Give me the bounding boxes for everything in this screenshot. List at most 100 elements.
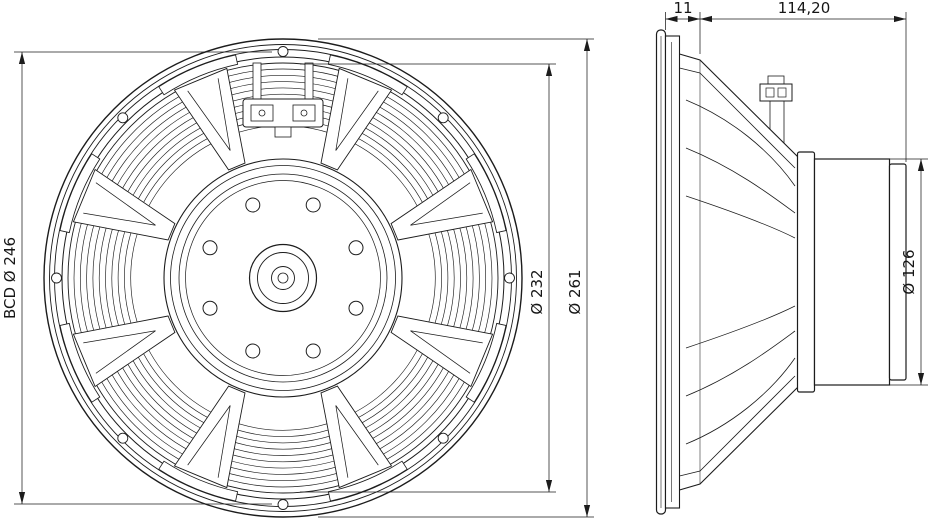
screw-hole (202, 240, 218, 256)
dim-magnet-diameter-label: Ø 126 (900, 249, 918, 294)
basket-spoke (390, 168, 494, 241)
surround-ring (124, 119, 442, 437)
frame-ring (67, 62, 499, 494)
terminal-cap (767, 75, 785, 85)
screw-hole (305, 197, 321, 213)
spoke-rib (410, 182, 483, 226)
surround-ring (111, 106, 455, 450)
basket-strut (685, 330, 796, 397)
rim-slot (465, 322, 507, 403)
screw-hole (348, 300, 364, 316)
screw-hole (348, 240, 364, 256)
rim-slot (327, 460, 408, 502)
pole-ring (271, 266, 295, 290)
front-plate (796, 151, 816, 393)
dim-bolt-circle-label: BCD Ø 246 (1, 237, 19, 319)
basket-spoke (320, 67, 393, 171)
dim-arrowhead (894, 15, 906, 23)
surround-ring (130, 125, 436, 431)
terminal-body-side (759, 83, 793, 102)
spoke-rib (83, 182, 156, 226)
surround-ring (79, 74, 487, 482)
hub-ring (170, 165, 396, 391)
terminal-pad-side (777, 87, 787, 98)
mounting-hole (277, 499, 289, 510)
mounting-hole (437, 112, 449, 124)
magnet (813, 158, 891, 386)
spoke-rib (410, 330, 483, 374)
dim-arrowhead (18, 492, 26, 504)
frame-ring (61, 56, 505, 500)
cone-ring (178, 173, 388, 383)
terminal-pad (292, 104, 316, 122)
dim-arrowhead (18, 52, 26, 64)
speaker-front-view (43, 38, 523, 518)
basket-spoke (72, 168, 176, 241)
dust-cap-ring (257, 252, 309, 304)
terminal-support (252, 62, 262, 100)
mounting-hole (437, 432, 449, 444)
rim-slot (158, 54, 239, 96)
back-plate (888, 163, 907, 381)
outer-edge-ring (43, 38, 523, 518)
dim-flange-thickness-label: 11 (673, 0, 692, 17)
screw-hole (245, 197, 261, 213)
mounting-hole (117, 432, 129, 444)
speaker-side-view (655, 29, 907, 515)
flange-profile (664, 35, 681, 509)
rim-slot (59, 322, 101, 403)
dim-arrowhead (583, 39, 591, 51)
mounting-hole (277, 46, 289, 57)
surround-ring (117, 112, 449, 444)
mounting-hole (504, 272, 515, 284)
surround-ring (86, 81, 480, 475)
terminal-tab (274, 126, 292, 138)
terminal-body (242, 98, 324, 128)
spoke-rib (187, 405, 231, 478)
basket-outer-edge (679, 53, 799, 158)
rim-slot (158, 460, 239, 502)
dim-arrowhead (688, 15, 700, 23)
dim-arrowhead (700, 15, 712, 23)
mounting-hole (51, 272, 62, 284)
basket-spoke (390, 315, 494, 388)
basket-spoke (173, 385, 246, 489)
basket-strut (685, 99, 796, 187)
screw-hole (202, 300, 218, 316)
dim-arrowhead (665, 15, 678, 23)
cone-line (685, 305, 796, 349)
rim-slot (465, 153, 507, 234)
terminal-pad (250, 104, 274, 122)
dim-arrowhead (917, 159, 925, 171)
mounting-hole (117, 112, 129, 124)
dim-arrowhead (545, 64, 553, 76)
spoke-rib (335, 78, 379, 151)
dim-outer-diameter-label: Ø 261 (566, 269, 584, 314)
basket-spoke (72, 315, 176, 388)
surround-ring (98, 93, 468, 463)
basket-spoke (173, 67, 246, 171)
basket-strut (685, 147, 796, 214)
terminal-hole (258, 109, 266, 117)
screw-hole (305, 343, 321, 359)
dim-arrowhead (583, 505, 591, 517)
surround-ring (92, 87, 474, 469)
spoke-rib (335, 405, 379, 478)
dim-arrowhead (917, 373, 925, 385)
terminal-hole (300, 109, 308, 117)
pole-ring (277, 272, 289, 284)
spoke-rib (83, 330, 156, 374)
rim-slot (59, 153, 101, 234)
surround-ring (105, 100, 461, 456)
surround-ring (73, 68, 493, 488)
basket-inner-edge (679, 375, 796, 477)
terminal-pad-side (765, 87, 775, 98)
dim-inner-diameter-label: Ø 232 (528, 269, 546, 314)
gasket-ring (49, 44, 517, 512)
cone-ring (185, 180, 381, 376)
dust-cap-ring (248, 243, 318, 313)
cone-line (685, 195, 796, 239)
